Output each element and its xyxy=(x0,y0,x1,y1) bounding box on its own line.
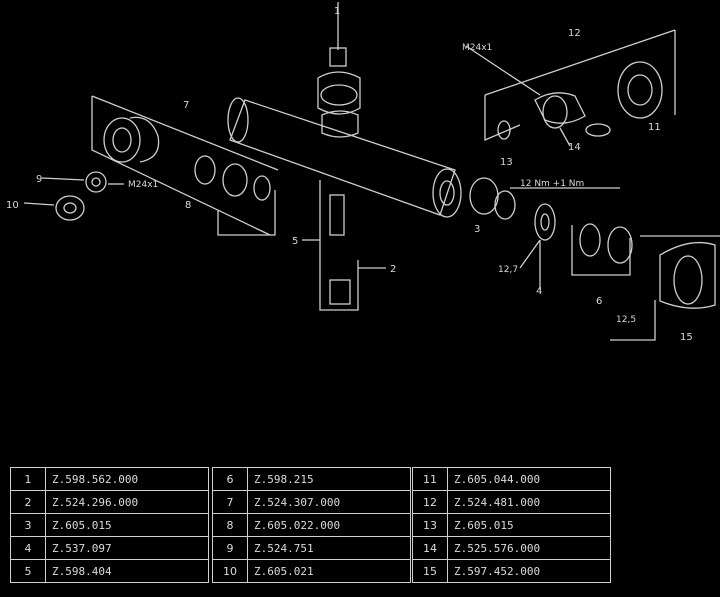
callout-8: 8 xyxy=(185,200,191,211)
part-code: Z.605.021 xyxy=(247,559,411,583)
callout-7: 7 xyxy=(183,100,189,111)
callout-3: 3 xyxy=(474,224,480,235)
part-code: Z.605.015 xyxy=(45,513,209,537)
callout-5: 5 xyxy=(292,236,298,247)
part-number: 7 xyxy=(212,490,248,514)
callout-14: 14 xyxy=(568,142,581,153)
callout-4: 4 xyxy=(536,286,542,297)
part-number: 9 xyxy=(212,536,248,560)
part-number: 14 xyxy=(412,536,448,560)
part-code: Z.525.576.000 xyxy=(447,536,611,560)
part-code: Z.598.404 xyxy=(45,559,209,583)
part-number: 1 xyxy=(10,467,46,491)
torque-label-b: 12 Nm +1 Nm xyxy=(520,179,584,189)
part-code: Z.524.751 xyxy=(247,536,411,560)
part-code: Z.605.022.000 xyxy=(247,513,411,537)
lower-bracket xyxy=(302,180,386,311)
part-code: Z.524.296.000 xyxy=(45,490,209,514)
right-upper-bracket xyxy=(465,29,676,147)
part-number: 6 xyxy=(212,467,248,491)
callout-15: 15 xyxy=(680,332,693,343)
part-number: 11 xyxy=(412,467,448,491)
left-bracket xyxy=(91,95,279,236)
callout-1: 1 xyxy=(334,6,340,17)
torque-label-c: M24x1 xyxy=(462,43,492,53)
callout-2: 2 xyxy=(390,264,396,275)
part-number: 13 xyxy=(412,513,448,537)
part-code: Z.605.015 xyxy=(447,513,611,537)
right-end-parts xyxy=(469,177,720,341)
callout-6: 6 xyxy=(596,296,602,307)
part-code: Z.537.097 xyxy=(45,536,209,560)
exploded-view-diagram: 9 10 M24x1 7 8 5 2 1 M24x1 12 11 14 13 1… xyxy=(6,2,720,343)
part-code: Z.598.215 xyxy=(247,467,411,491)
part-code: Z.524.307.000 xyxy=(247,490,411,514)
part-number: 5 xyxy=(10,559,46,583)
callout-13: 13 xyxy=(500,157,513,168)
callout-9: 9 xyxy=(36,174,42,185)
part-number: 8 xyxy=(212,513,248,537)
part-number: 4 xyxy=(10,536,46,560)
main-cylinder xyxy=(227,97,462,218)
top-valve-assembly xyxy=(317,2,361,138)
part-number: 10 xyxy=(212,559,248,583)
part-code: Z.524.481.000 xyxy=(447,490,611,514)
part-code: Z.597.452.000 xyxy=(447,559,611,583)
part-number: 2 xyxy=(10,490,46,514)
part-number: 15 xyxy=(412,559,448,583)
left-fittings xyxy=(23,171,124,221)
dimension-label-b: 12,5 xyxy=(616,315,636,325)
part-number: 12 xyxy=(412,490,448,514)
dimension-label-a: 12,7 xyxy=(498,265,518,275)
part-code: Z.605.044.000 xyxy=(447,467,611,491)
callout-10: 10 xyxy=(6,200,19,211)
torque-label-a: M24x1 xyxy=(128,180,158,190)
part-code: Z.598.562.000 xyxy=(45,467,209,491)
callout-12: 12 xyxy=(568,28,581,39)
callout-11: 11 xyxy=(648,122,661,133)
part-number: 3 xyxy=(10,513,46,537)
